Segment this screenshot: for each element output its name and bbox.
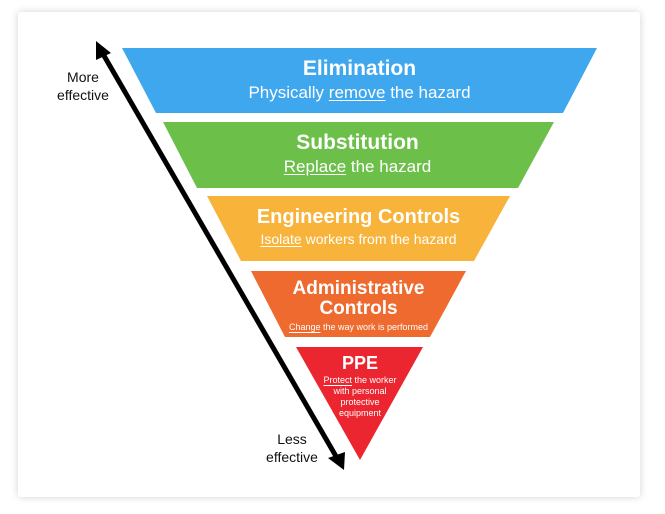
elimination-description: Physically remove the hazard xyxy=(248,83,471,102)
ppe-description: Protect the worker with personal protect… xyxy=(323,375,397,418)
arrow-head-top xyxy=(96,41,111,60)
less-effective-label: Less effective xyxy=(266,431,318,465)
administrative-controls-band xyxy=(251,271,466,337)
ppe-label: PPE Protect the worker with personal pro… xyxy=(300,353,420,419)
arrow-head-bottom xyxy=(328,452,345,470)
substitution-band xyxy=(163,122,554,188)
engineering-controls-label: Engineering Controls Isolate workers fro… xyxy=(207,205,510,248)
substitution-description: Replace the hazard xyxy=(283,157,432,176)
engineering-controls-description: Isolate workers from the hazard xyxy=(260,231,457,247)
engineering-controls-band xyxy=(207,196,510,261)
elimination-label: Elimination Physically remove the hazard xyxy=(156,57,563,104)
administrative-controls-title: Administrative Controls xyxy=(292,278,425,319)
ppe-title: PPE xyxy=(341,353,379,373)
administrative-controls-description: Change the way work is performed xyxy=(288,322,429,332)
effectiveness-arrow-line xyxy=(100,52,340,460)
more-effective-label: More effective xyxy=(57,69,109,103)
administrative-controls-label: Administrative Controls Change the way w… xyxy=(251,279,466,333)
ppe-band xyxy=(296,347,423,460)
engineering-controls-title: Engineering Controls xyxy=(256,206,461,228)
substitution-title: Substitution xyxy=(296,131,419,154)
elimination-band xyxy=(122,48,597,113)
elimination-title: Elimination xyxy=(302,57,417,80)
substitution-label: Substitution Replace the hazard xyxy=(197,131,518,178)
